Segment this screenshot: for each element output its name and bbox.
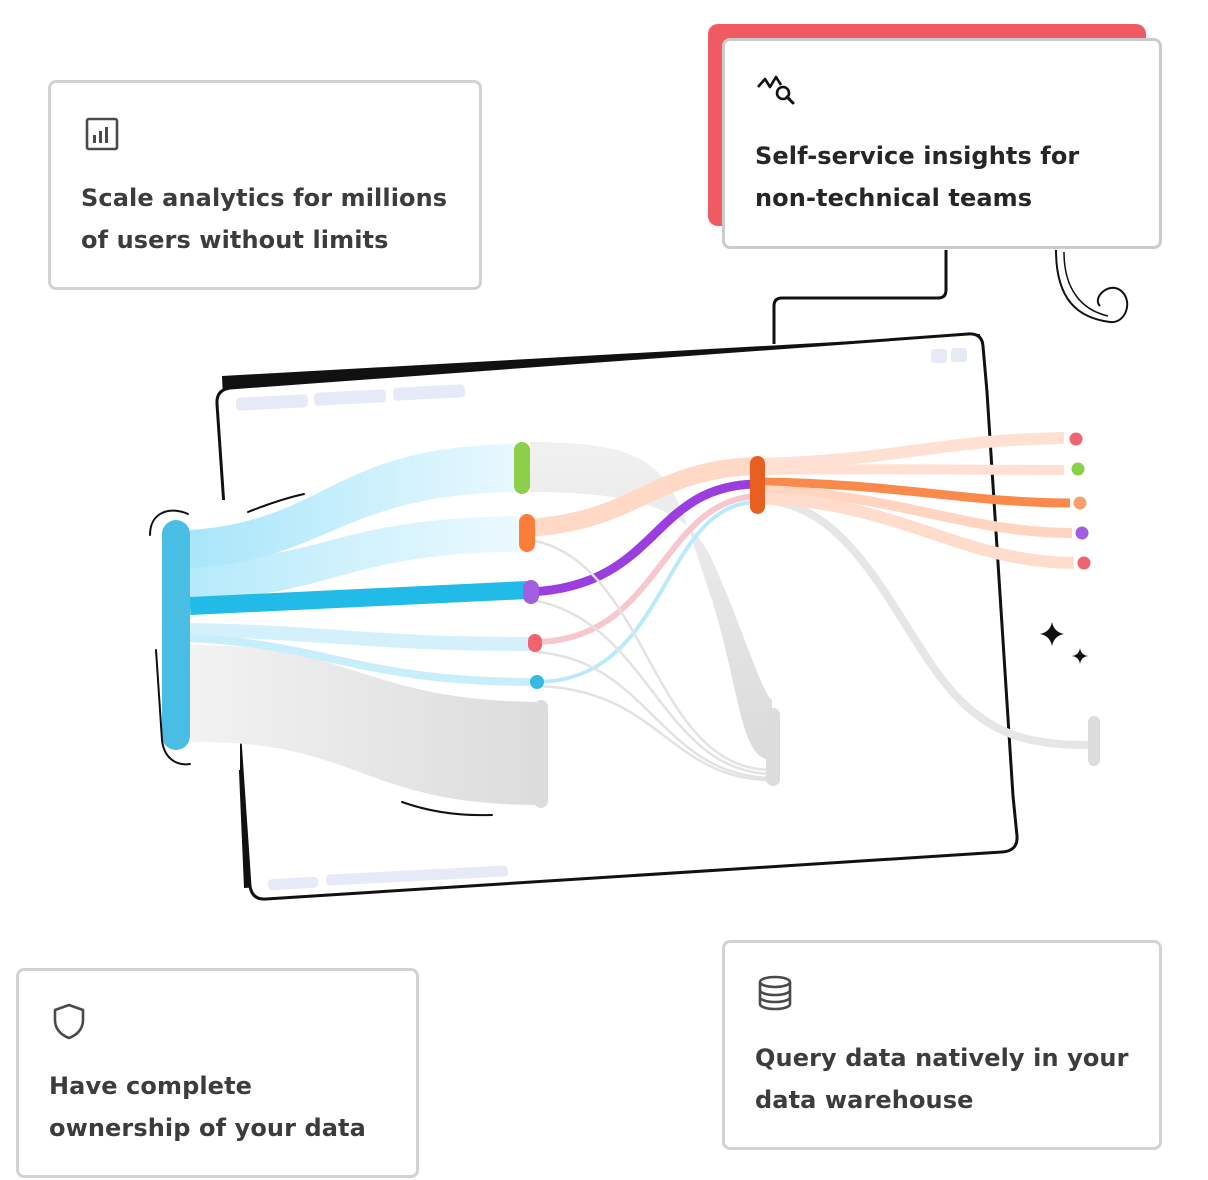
feature-card-ownership: Have complete ownership of your data	[16, 968, 419, 1178]
flow-cyan-green	[190, 444, 518, 568]
node-orange	[519, 514, 535, 552]
flow-pink-mid	[535, 493, 757, 645]
flow-gray-right	[757, 496, 1093, 749]
sparkle-icon	[1040, 622, 1064, 646]
node-end-peach	[1073, 496, 1087, 510]
feature-card-text: Have complete ownership of your data	[49, 1072, 366, 1142]
sketch-strokes	[149, 493, 493, 817]
node-orange-mid	[750, 456, 765, 514]
feature-card-selfservice: Self-service insights for non-technical …	[722, 38, 1162, 249]
node-gray-mid	[766, 708, 780, 786]
flow-cyan-pink	[189, 623, 535, 651]
node-gray-right	[1088, 716, 1100, 766]
trend-search-icon	[757, 75, 795, 105]
feature-card-text: Scale analytics for millions of users wi…	[81, 184, 448, 254]
flow-gray-mid	[530, 442, 772, 760]
node-end-pink	[1077, 556, 1091, 570]
feature-card-query: Query data natively in your data warehou…	[722, 940, 1162, 1150]
node-source	[162, 520, 190, 750]
node-purple	[523, 580, 539, 604]
shield-icon	[53, 1003, 85, 1040]
node-end-green	[1071, 462, 1085, 476]
node-gray-left	[534, 700, 548, 808]
flow-right-fan	[759, 432, 1075, 569]
sparkle-small-icon	[1072, 648, 1088, 664]
bar-chart-icon	[85, 117, 119, 151]
feature-card-scale: Scale analytics for millions of users wi…	[48, 80, 482, 290]
swirl-decoration-2	[1063, 251, 1109, 317]
flow-cyan-orange	[190, 516, 522, 599]
database-icon	[758, 975, 792, 1011]
flow-thin-gray	[529, 538, 773, 782]
flow-orange-upper	[527, 457, 757, 537]
node-pink	[528, 634, 542, 652]
flow-blue-mid	[537, 500, 757, 684]
node-end-purple	[1075, 526, 1089, 540]
flow-gray-big	[190, 645, 540, 805]
node-blue	[530, 675, 544, 689]
node-green	[514, 442, 530, 494]
feature-card-text: Self-service insights for non-technical …	[755, 142, 1080, 212]
node-end-red	[1069, 432, 1083, 446]
flow-cyan-blue	[189, 634, 537, 686]
feature-card-text: Query data natively in your data warehou…	[755, 1044, 1129, 1114]
flow-cyan-purple	[189, 581, 529, 615]
connector-line	[772, 250, 948, 344]
swirl-decoration	[1055, 249, 1129, 324]
flow-purple-mid	[529, 479, 757, 597]
